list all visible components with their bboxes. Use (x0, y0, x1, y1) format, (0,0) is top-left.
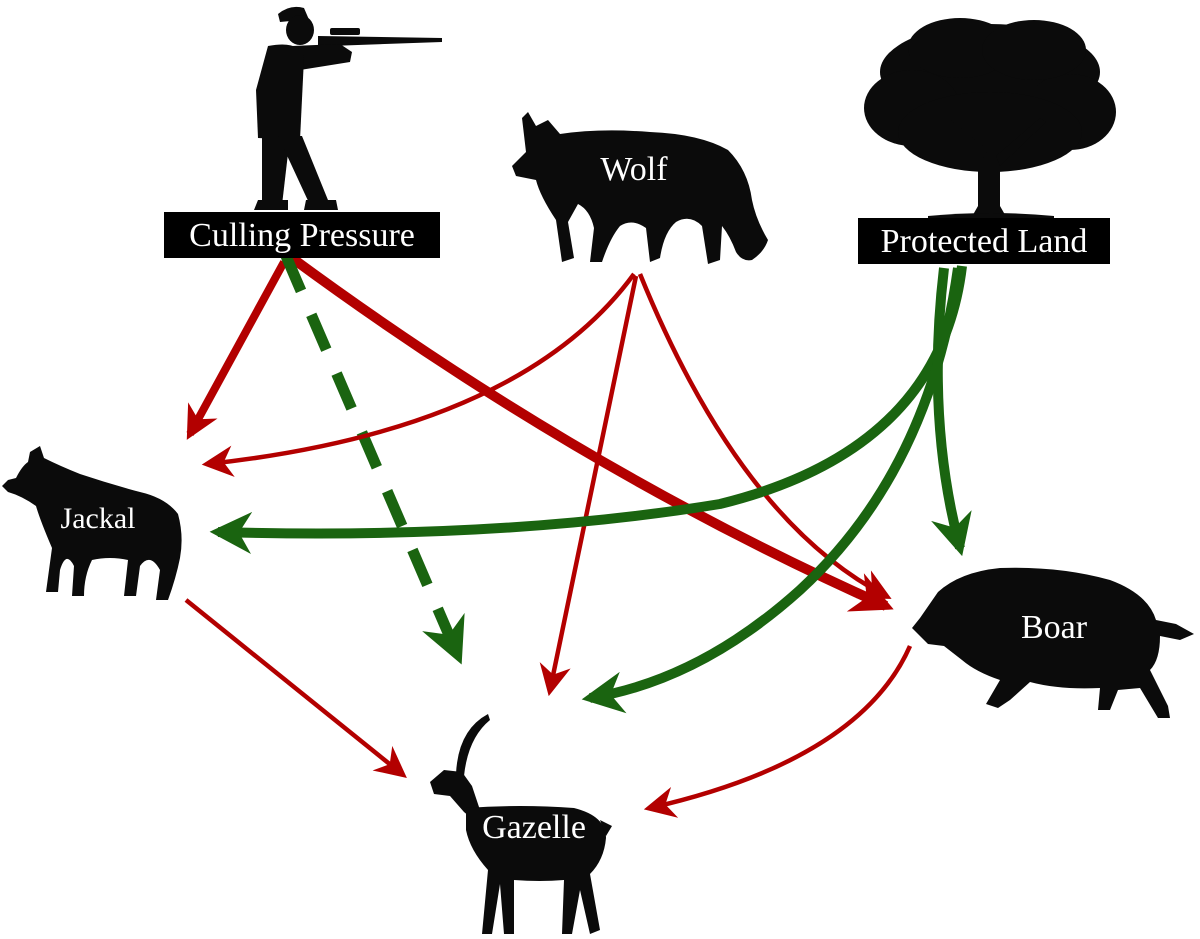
protected-land-label: Protected Land (881, 223, 1088, 260)
edge-boar-to-gazelle (643, 645, 913, 818)
edge-culling-to-gazelle (280, 253, 465, 665)
tree-icon (864, 18, 1116, 222)
boar-label: Boar (1021, 609, 1088, 646)
edge-jackal-to-gazelle (184, 598, 407, 778)
culling-pressure-label: Culling Pressure (189, 217, 415, 254)
gazelle-icon (430, 714, 612, 934)
edge-protected-to-boar (931, 267, 972, 557)
edge-wolf-to-gazelle (539, 275, 639, 697)
jackal-icon (2, 446, 182, 600)
edge-culling-to-boar (289, 253, 894, 612)
wolf-icon (512, 112, 768, 264)
edge-wolf-to-jackal (201, 272, 636, 477)
gazelle-label: Gazelle (482, 809, 586, 846)
culling-pressure-label-box (164, 212, 440, 258)
edge-culling-to-jackal (186, 260, 288, 440)
hunter-with-rifle-icon (254, 6, 442, 210)
jackal-label: Jackal (61, 502, 136, 535)
edge-wolf-to-boar (637, 273, 892, 599)
wolf-label: Wolf (600, 151, 668, 188)
protected-land-label-box (858, 218, 1110, 264)
edge-protected-to-jackal (209, 265, 967, 554)
boar-icon (912, 567, 1194, 718)
